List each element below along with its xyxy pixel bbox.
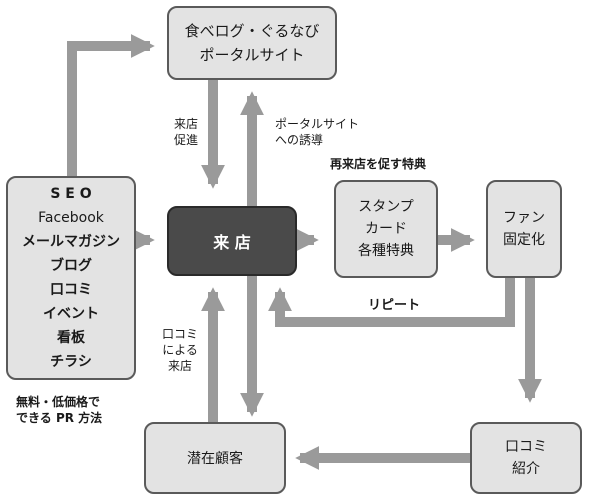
channel-item: Facebook (38, 210, 104, 226)
label-line: への誘導 (275, 133, 324, 147)
stamp-line-3: 各種特典 (358, 243, 414, 259)
wom-line-1: 口コミ (505, 439, 547, 455)
potential-customer-box: 潜在顧客 (144, 422, 286, 494)
label-line: 口コミ (162, 327, 199, 341)
label-visit-promotion: 来店 促進 (174, 116, 198, 148)
label-line: 来店 (174, 117, 199, 131)
label-revisit-benefit: 再来店を促す特典 (330, 156, 426, 172)
channel-item: ブログ (50, 258, 92, 274)
label-line: ポータルサイト (275, 117, 360, 131)
stamp-card-box: スタンプ カード 各種特典 (334, 180, 438, 278)
word-of-mouth-box: 口コミ 紹介 (470, 422, 582, 494)
fan-line-2: 固定化 (503, 232, 545, 248)
stamp-line-2: カード (365, 221, 407, 237)
portal-site-line-2: ポータルサイト (199, 46, 305, 64)
label-line: できる PR 方法 (16, 411, 103, 425)
channel-item: イベント (43, 306, 99, 322)
label-free-low-cost-pr: 無料・低価格で できる PR 方法 (16, 394, 102, 426)
arrow-channels-to-portal (67, 33, 155, 178)
label-portal-guidance: ポータルサイト への誘導 (275, 116, 359, 148)
stamp-line-1: スタンプ (358, 199, 414, 215)
wom-line-2: 紹介 (512, 461, 540, 477)
arrow-repeat (267, 278, 515, 327)
label-repeat: リピート (368, 298, 420, 314)
portal-site-box: 食べログ・ぐるなび ポータルサイト (167, 6, 337, 80)
channel-item: 口コミ (50, 282, 92, 298)
label-line: 再来店を促す特典 (330, 157, 427, 171)
label-line: リピート (368, 298, 421, 313)
label-line: 来店 (168, 359, 193, 373)
visit-label: 来 店 (213, 233, 251, 252)
channel-item: メールマガジン (22, 234, 120, 250)
visit-box: 来 店 (167, 206, 297, 276)
label-line: による (162, 343, 198, 357)
label-line: 無料・低価格で (16, 395, 101, 409)
portal-site-line-1: 食べログ・ぐるなび (184, 22, 320, 40)
potential-label: 潜在顧客 (187, 451, 243, 467)
channel-item: 看板 (57, 330, 85, 346)
channels-box: S E O Facebook メールマガジン ブログ 口コミ イベント 看板 チ… (6, 176, 136, 380)
channel-item: チラシ (50, 354, 92, 370)
fan-line-1: ファン (503, 210, 545, 226)
fan-box: ファン 固定化 (486, 180, 562, 278)
channel-item: S E O (50, 186, 92, 202)
label-word-of-mouth-visit: 口コミ による 来店 (162, 326, 198, 374)
label-line: 促進 (174, 133, 199, 147)
